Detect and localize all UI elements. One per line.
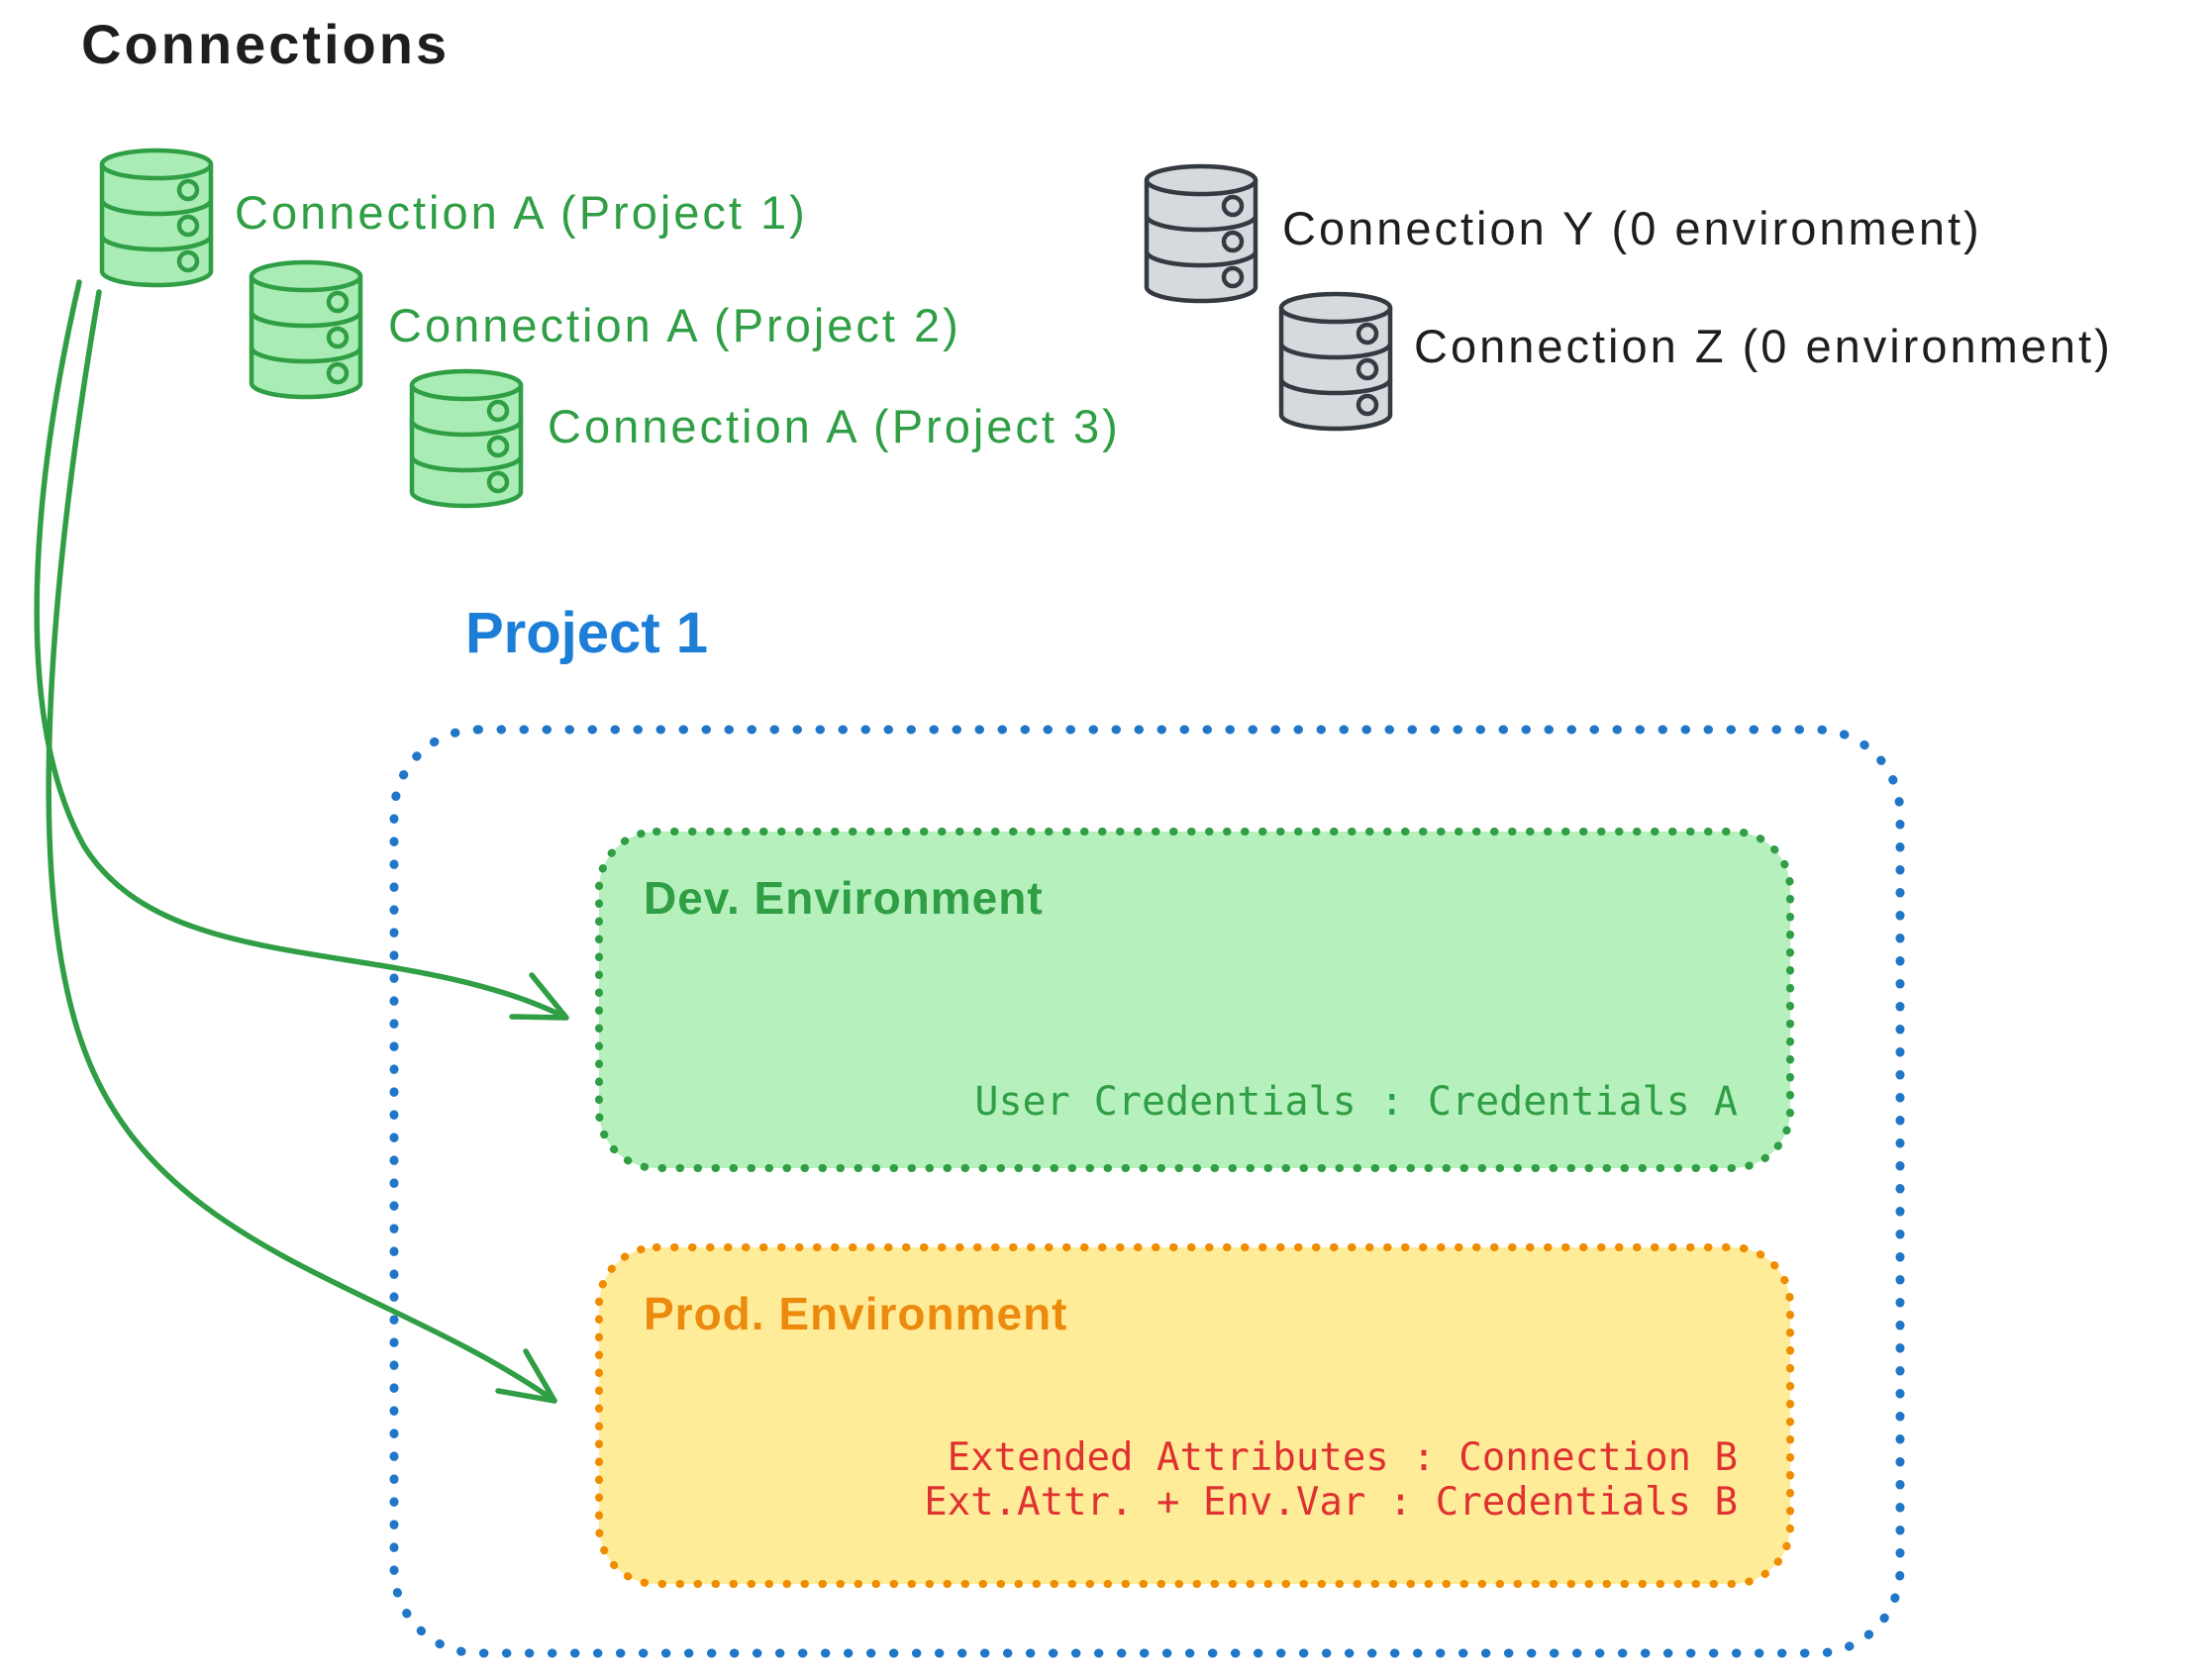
database-icon-connection-a-project-3 bbox=[412, 371, 521, 506]
prod-environment-box bbox=[595, 1243, 1794, 1588]
database-icon-connection-z bbox=[1281, 294, 1390, 429]
connection-a-project-3-label: Connection A (Project 3) bbox=[548, 400, 1121, 452]
arrow-connection-a-to-prod bbox=[46, 289, 557, 1404]
dev-credential-mapping: User Credentials : Credentials A bbox=[974, 1079, 1738, 1125]
connection-a-project-2-label: Connection A (Project 2) bbox=[388, 299, 961, 351]
dev-environment-box bbox=[595, 828, 1794, 1172]
database-icon-connection-y bbox=[1147, 166, 1256, 301]
database-icon-connection-a-project-1 bbox=[102, 150, 211, 285]
prod-credential-mapping-line-2: Ext.Attr. + Env.Var : Credentials B bbox=[924, 1480, 1738, 1525]
connections-title: Connections bbox=[81, 13, 451, 75]
prod-credential-mapping-line-1: Extended Attributes : Connection B bbox=[947, 1435, 1738, 1480]
database-icon-connection-a-project-2 bbox=[251, 262, 360, 397]
project-1-title: Project 1 bbox=[465, 601, 708, 665]
arrow-connection-a-to-dev bbox=[34, 279, 569, 1021]
dev-environment-title: Dev. Environment bbox=[644, 872, 1044, 924]
arrowhead-prod bbox=[495, 1348, 557, 1404]
arrowhead-dev bbox=[509, 972, 569, 1021]
connection-y-label: Connection Y (0 environment) bbox=[1282, 202, 1982, 254]
connection-z-label: Connection Z (0 environment) bbox=[1414, 320, 2113, 372]
connection-a-project-1-label: Connection A (Project 1) bbox=[235, 186, 808, 239]
prod-environment-title: Prod. Environment bbox=[644, 1288, 1068, 1339]
project-1-box bbox=[389, 725, 1905, 1658]
prod-credential-mappings: Extended Attributes : Connection B Ext.A… bbox=[634, 1435, 1738, 1525]
